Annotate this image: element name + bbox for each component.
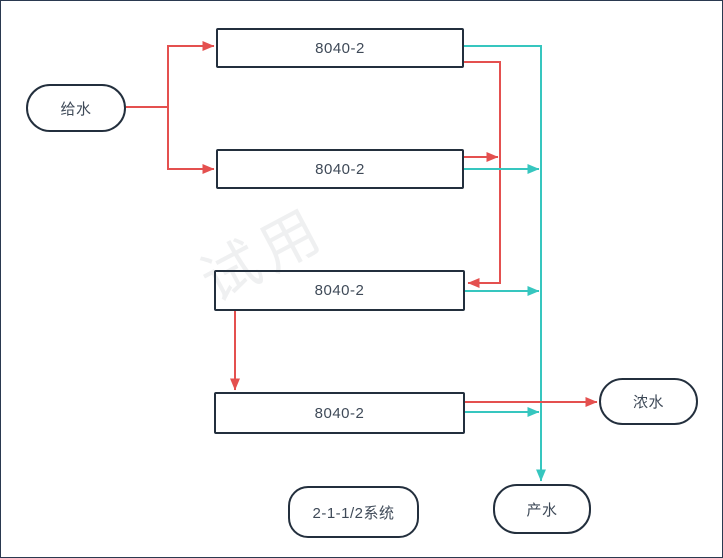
- edge-feed-to-module2[interactable]: [167, 107, 215, 174]
- node-membrane-module-2[interactable]: 8040-2: [216, 149, 464, 189]
- node-membrane-module-4[interactable]: 8040-2: [214, 392, 465, 434]
- node-feed-water[interactable]: 给水: [26, 84, 126, 132]
- node-membrane-module-3-label: 8040-2: [314, 282, 365, 299]
- node-concentrate-water-label: 浓水: [632, 394, 664, 411]
- node-system-title-label: 2-1-1/2系统: [312, 504, 395, 522]
- node-product-water[interactable]: 产水: [493, 484, 591, 534]
- node-membrane-module-1[interactable]: 8040-2: [216, 28, 464, 68]
- node-product-water-label: 产水: [526, 501, 558, 519]
- node-concentrate-water[interactable]: 浓水: [599, 378, 698, 425]
- node-feed-water-label: 给水: [60, 100, 92, 118]
- node-membrane-module-3[interactable]: 8040-2: [214, 270, 465, 311]
- node-system-title[interactable]: 2-1-1/2系统: [288, 486, 419, 538]
- edge-permeate-module1-to-product[interactable]: [464, 45, 546, 482]
- node-membrane-module-2-label: 8040-2: [315, 160, 365, 178]
- node-membrane-module-4-label: 8040-2: [314, 404, 365, 422]
- node-membrane-module-1-label: 8040-2: [315, 39, 365, 57]
- edge-feed-to-module1[interactable]: [167, 41, 215, 107]
- edge-concentrate-module1-to-module3[interactable]: [464, 61, 501, 288]
